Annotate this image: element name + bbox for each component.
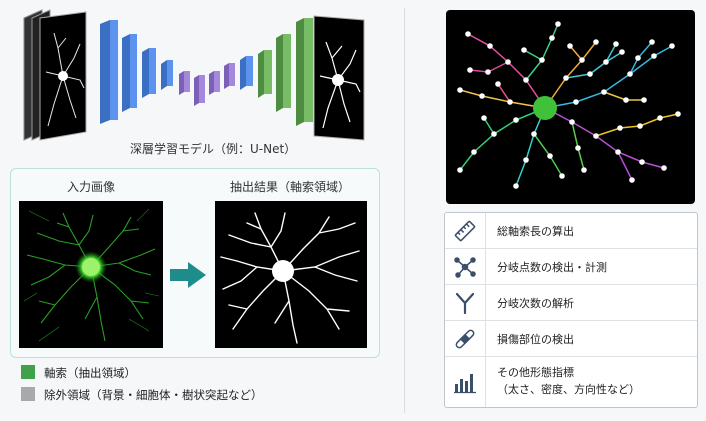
legend-label-axon: 軸索（抽出領域）	[44, 366, 136, 380]
feature-sublabel: （太さ、密度、方向性など）	[497, 383, 640, 396]
output-neuron-mask	[220, 212, 360, 344]
feature-label: 分岐次数の解析	[497, 297, 574, 310]
feature-label: 分岐点数の検出・計測	[497, 261, 607, 274]
feature-label: 総軸索長の算出	[497, 225, 574, 238]
branch-order-icon	[445, 285, 486, 320]
unet-layers	[100, 18, 313, 126]
feature-label: その他形態指標	[497, 366, 574, 379]
arrow-right	[170, 262, 206, 292]
feature-row-injury-site: 損傷部位の検出	[445, 321, 697, 357]
injury-site-icon	[445, 321, 486, 356]
ruler-icon	[445, 213, 486, 248]
skeleton-graph-image	[446, 10, 695, 204]
unet-diagram	[18, 8, 383, 148]
bar-chart-icon	[445, 357, 486, 407]
section-divider	[404, 8, 405, 413]
arrow-right-icon	[170, 262, 206, 288]
branch-points-icon	[445, 249, 486, 284]
feature-row-other-metrics: その他形態指標 （太さ、密度、方向性など）	[445, 357, 697, 407]
output-image-label: 抽出結果（軸索領域）	[230, 180, 351, 194]
input-neuron-image	[23, 208, 160, 342]
feature-row-branch-order: 分岐次数の解析	[445, 285, 697, 321]
unet-caption: 深層学習モデル（例：U-Net）	[130, 142, 297, 156]
output-mask	[313, 15, 365, 141]
input-image	[19, 201, 163, 348]
legend-label-excluded: 除外領域（背景・細胞体・樹状突起など）	[44, 388, 263, 402]
feature-label: 損傷部位の検出	[497, 333, 574, 346]
unet-illustration	[23, 9, 365, 141]
legend-swatch-axon	[21, 365, 35, 379]
input-image-label: 入力画像	[67, 180, 116, 194]
feature-row-branch-points: 分岐点数の検出・計測	[445, 249, 697, 285]
feature-row-total-length: 総軸索長の算出	[445, 213, 697, 249]
feature-list: 総軸索長の算出 分岐点数の検出・計測 分岐次数の解析	[444, 212, 698, 408]
skeleton-graph	[457, 21, 681, 189]
input-image-stack	[23, 9, 87, 141]
output-image	[215, 201, 367, 348]
legend-swatch-excluded	[21, 387, 35, 401]
